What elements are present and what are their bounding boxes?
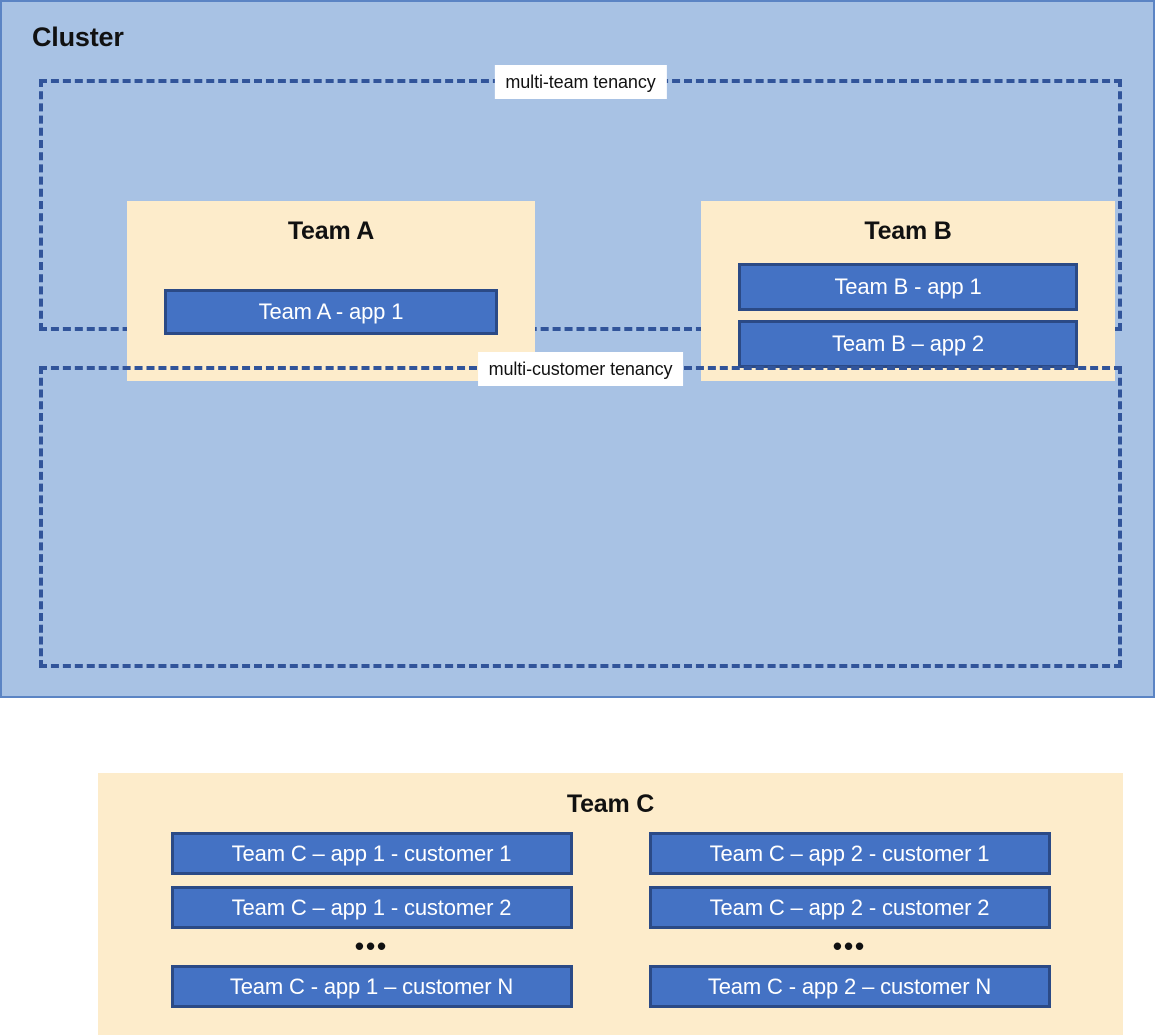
app-list-team-b: Team B - app 1 Team B – app 2 <box>738 263 1078 368</box>
team-box-team-a: Team A Team A - app 1 <box>127 201 535 381</box>
tenancy-group-multi-customer: multi-customer tenancy Team C Team C – a… <box>39 352 1123 1035</box>
app-box-team-c-app-1-customer-n[interactable]: Team C - app 1 – customer N <box>170 965 573 1008</box>
app-box-team-c-app-2-customer-2[interactable]: Team C – app 2 - customer 2 <box>648 886 1051 929</box>
team-title-team-b: Team B <box>864 217 952 245</box>
team-title-team-c: Team C <box>566 790 655 818</box>
ellipsis-team-c-app-2: ••• <box>832 931 867 961</box>
app-column-team-c-app-2: Team C – app 2 - customer 1 Team C – app… <box>648 832 1051 1008</box>
app-box-team-c-app-1-customer-2[interactable]: Team C – app 1 - customer 2 <box>170 886 573 929</box>
app-list-team-a: Team A - app 1 <box>164 289 498 335</box>
app-box-team-a-app-1[interactable]: Team A - app 1 <box>164 289 498 335</box>
team-box-team-c: Team C Team C – app 1 - customer 1 Team … <box>98 773 1123 1035</box>
app-box-team-c-app-1-customer-1[interactable]: Team C – app 1 - customer 1 <box>170 832 573 875</box>
team-box-team-b: Team B Team B - app 1 Team B – app 2 <box>701 201 1115 381</box>
ellipsis-team-c-app-1: ••• <box>354 931 389 961</box>
tenancy-label-multi-team: multi-team tenancy <box>494 65 667 99</box>
team-title-team-a: Team A <box>287 217 375 245</box>
app-box-team-b-app-1[interactable]: Team B - app 1 <box>738 263 1078 311</box>
app-columns-team-c: Team C – app 1 - customer 1 Team C – app… <box>98 832 1123 1008</box>
app-box-team-c-app-2-customer-n[interactable]: Team C - app 2 – customer N <box>648 965 1051 1008</box>
app-column-team-c-app-1: Team C – app 1 - customer 1 Team C – app… <box>170 832 573 1008</box>
app-box-team-b-app-2[interactable]: Team B – app 2 <box>738 320 1078 368</box>
tenancy-group-multi-team: multi-team tenancy Team A Team A - app 1… <box>39 65 1122 381</box>
cluster-title: Cluster <box>32 22 124 52</box>
tenancy-label-multi-customer: multi-customer tenancy <box>477 352 684 386</box>
app-box-team-c-app-2-customer-1[interactable]: Team C – app 2 - customer 1 <box>648 832 1051 875</box>
